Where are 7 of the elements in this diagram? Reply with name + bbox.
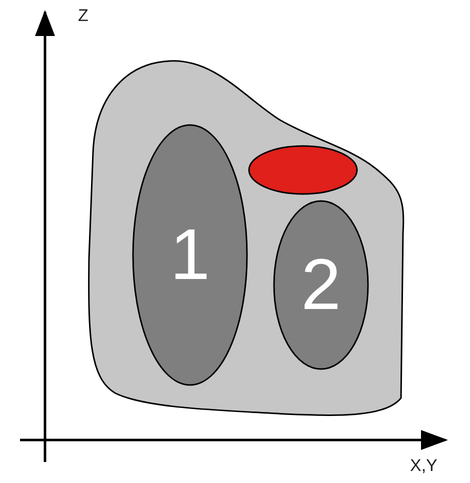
region-number: 1 [170,219,210,291]
ellipse-region [273,200,369,370]
axis-label: X,Y [410,456,438,476]
highlight-ellipse [248,145,358,195]
ellipse-region [132,124,248,386]
region-number: 2 [300,249,342,321]
axis-label: Z [78,6,88,26]
